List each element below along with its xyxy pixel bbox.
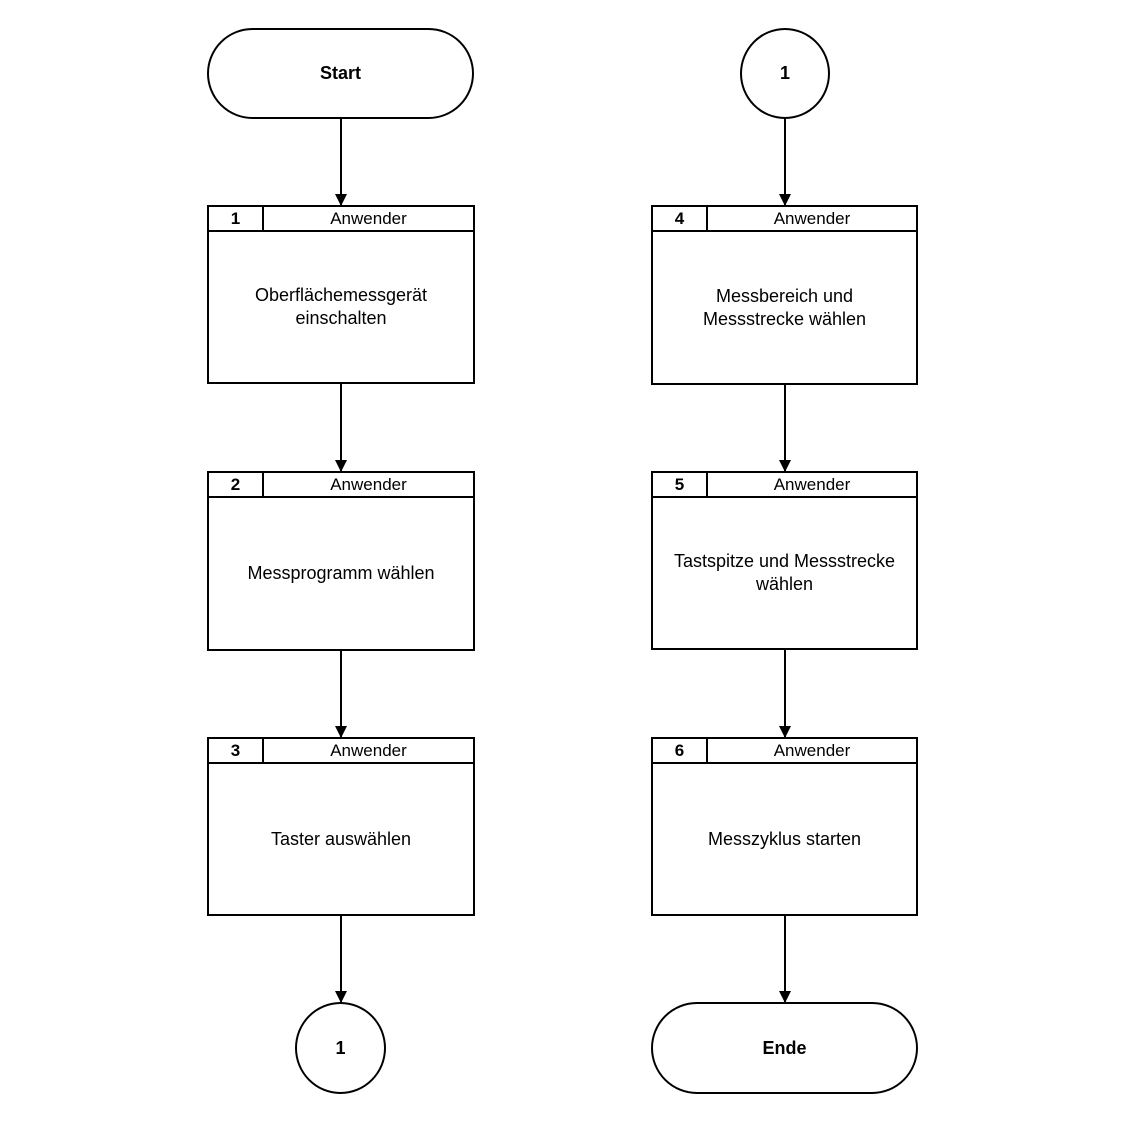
connector-out: 1 [295, 1002, 386, 1094]
step-text-line: Tastspitze und Messstrecke [673, 551, 896, 571]
step-role: Anwender [773, 208, 851, 228]
step-text: Oberflächemessgerät einschalten [209, 232, 473, 382]
step-number: 6 [653, 739, 708, 762]
step-number: 1 [209, 207, 264, 230]
step-text-line: Messprogramm wählen [247, 563, 435, 583]
start-terminal: Start [207, 28, 474, 119]
step-box-3: 3 Anwender Taster auswählen [207, 737, 475, 916]
step-role: Anwender [773, 474, 851, 494]
step-box-1: 1 Anwender Oberflächemessgerät einschalt… [207, 205, 475, 384]
step-number: 4 [653, 207, 708, 230]
step-text-line: Messzyklus starten [707, 828, 862, 849]
connector-out-label: 1 [335, 1037, 346, 1058]
step-text-line: Messbereich und [715, 285, 854, 306]
step-text: Tastspitze und Messstrecke wählen [653, 498, 916, 648]
step-text: Messprogramm wählen [209, 498, 473, 649]
step-role: Anwender [773, 740, 851, 760]
step-text-line: einschalten [295, 308, 387, 328]
step-role: Anwender [330, 208, 407, 228]
step-header: 2 Anwender [209, 473, 473, 498]
end-terminal: Ende [651, 1002, 918, 1094]
step-text: Taster auswählen [209, 764, 473, 914]
step-text: Messbereich und Messstrecke wählen [653, 232, 916, 383]
connector-in: 1 [740, 28, 830, 119]
step-role: Anwender [330, 740, 407, 760]
step-number: 5 [653, 473, 708, 496]
step-box-2: 2 Anwender Messprogramm wählen [207, 471, 475, 651]
step-text-line: Oberflächemessgerät [254, 285, 428, 305]
step-header: 5 Anwender [653, 473, 916, 498]
step-box-4: 4 Anwender Messbereich und Messstrecke w… [651, 205, 918, 385]
step-number: 3 [209, 739, 264, 762]
start-label: Start [319, 63, 361, 83]
step-header: 6 Anwender [653, 739, 916, 764]
step-text-line: wählen [755, 574, 814, 594]
step-box-6: 6 Anwender Messzyklus starten [651, 737, 918, 916]
end-label: Ende [762, 1037, 807, 1058]
step-header: 1 Anwender [209, 207, 473, 232]
step-role: Anwender [330, 474, 407, 494]
connector-in-label: 1 [779, 63, 790, 83]
step-header: 4 Anwender [653, 207, 916, 232]
step-box-5: 5 Anwender Tastspitze und Messstrecke wä… [651, 471, 918, 650]
step-text-line: Taster auswählen [270, 828, 412, 849]
step-text: Messzyklus starten [653, 764, 916, 914]
step-text-line: Messstrecke wählen [702, 308, 867, 329]
step-header: 3 Anwender [209, 739, 473, 764]
step-number: 2 [209, 473, 264, 496]
